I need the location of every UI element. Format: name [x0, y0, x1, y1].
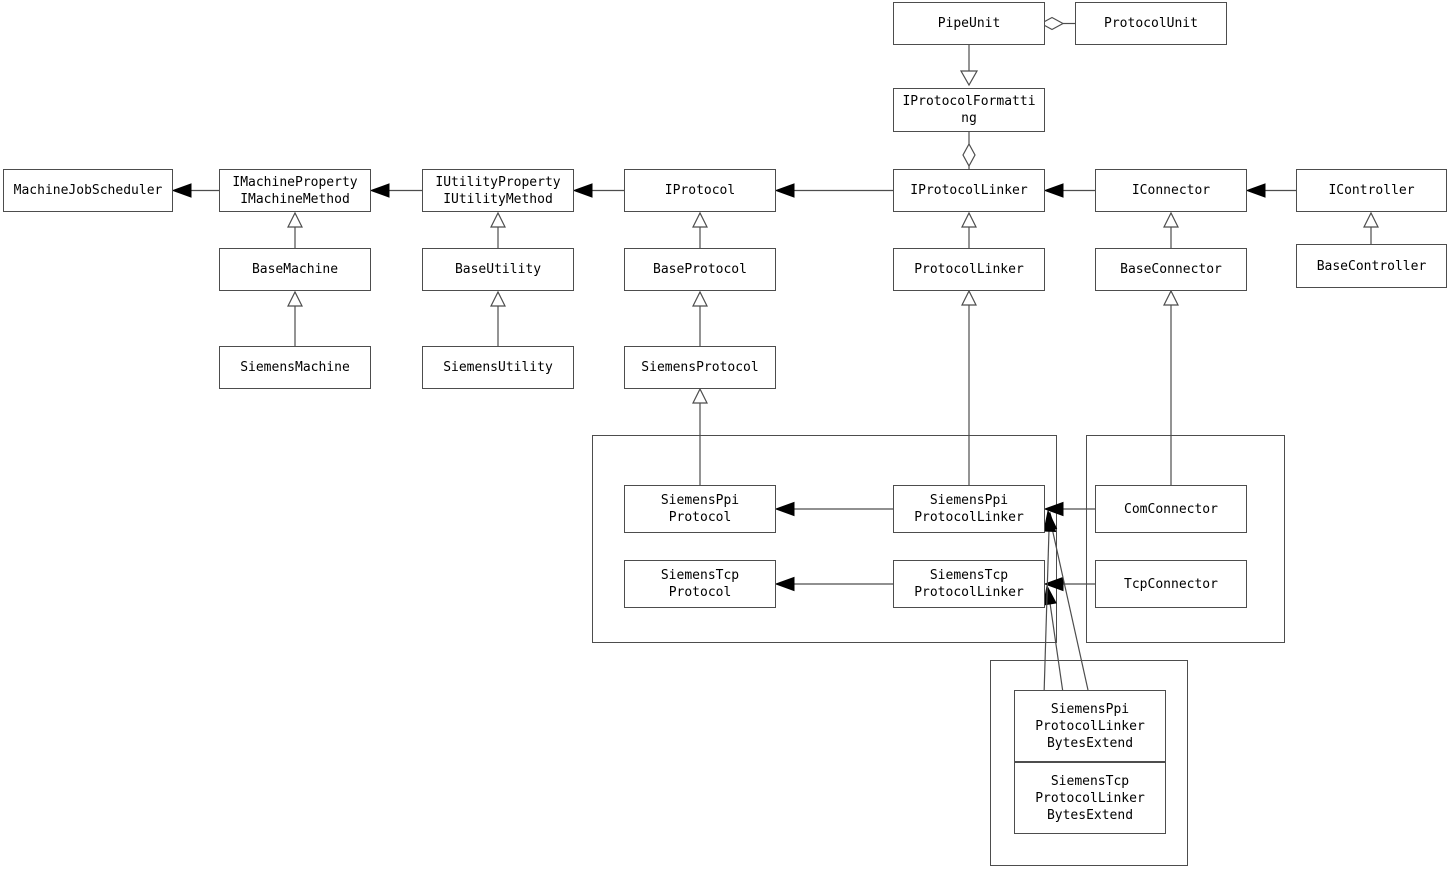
class-box-icontroller[interactable]: IController	[1296, 169, 1447, 212]
edge-pipeunit-iprotocolformatting	[959, 45, 979, 87]
class-box-siemensppiprotocollinker[interactable]: SiemensPpi ProtocolLinker	[893, 485, 1045, 533]
class-box-baseprotocol[interactable]: BaseProtocol	[624, 248, 776, 291]
edge-iutilityproperty-imachineproperty	[369, 183, 422, 198]
edge-iprotocol-iutilityproperty	[572, 183, 624, 198]
class-box-iconnector[interactable]: IConnector	[1095, 169, 1247, 212]
class-box-siemensprotocol[interactable]: SiemensProtocol	[624, 346, 776, 389]
class-box-pipeunit[interactable]: PipeUnit	[893, 2, 1045, 45]
edge-iprotocollinker-iprotocol	[774, 183, 893, 198]
edge-protocolunit-pipeunit	[1039, 16, 1075, 31]
class-box-siemensppilinkerbytesextend[interactable]: SiemensPpi ProtocolLinker BytesExtend	[1014, 690, 1166, 762]
edge-basemachine-imachineproperty	[287, 211, 303, 248]
class-box-protocollinker[interactable]: ProtocolLinker	[893, 248, 1045, 291]
connector-group	[1086, 435, 1285, 643]
class-box-basemachine[interactable]: BaseMachine	[219, 248, 371, 291]
class-box-basecontroller[interactable]: BaseController	[1296, 244, 1447, 288]
class-box-siemenstcpprotocollinker[interactable]: SiemensTcp ProtocolLinker	[893, 560, 1045, 608]
edge-iconnector-iprotocollinker	[1043, 183, 1095, 198]
class-box-siemensutility[interactable]: SiemensUtility	[422, 346, 574, 389]
siemens-protocol-group	[592, 435, 1057, 643]
class-box-iprotocollinker[interactable]: IProtocolLinker	[893, 169, 1045, 212]
edge-siemensutility-baseutility	[490, 290, 506, 346]
edge-baseprotocol-iprotocol	[692, 211, 708, 248]
class-box-baseconnector[interactable]: BaseConnector	[1095, 248, 1247, 291]
class-box-iprotocolformatting[interactable]: IProtocolFormatti ng	[893, 88, 1045, 132]
class-box-siemenstcplinkerbytesextend[interactable]: SiemensTcp ProtocolLinker BytesExtend	[1014, 762, 1166, 834]
class-box-baseutility[interactable]: BaseUtility	[422, 248, 574, 291]
bytes-extend-group	[990, 660, 1188, 866]
class-box-siemensppiprotocol[interactable]: SiemensPpi Protocol	[624, 485, 776, 533]
edge-imachineproperty-machinejobscheduler	[171, 183, 219, 198]
class-box-iprotocol[interactable]: IProtocol	[624, 169, 776, 212]
class-box-iutilityproperty[interactable]: IUtilityProperty IUtilityMethod	[422, 169, 574, 212]
class-box-machinejobscheduler[interactable]: MachineJobScheduler	[3, 169, 173, 212]
class-box-tcpconnector[interactable]: TcpConnector	[1095, 560, 1247, 608]
class-box-protocolunit[interactable]: ProtocolUnit	[1075, 2, 1227, 45]
class-box-siemensmachine[interactable]: SiemensMachine	[219, 346, 371, 389]
class-box-imachineproperty[interactable]: IMachineProperty IMachineMethod	[219, 169, 371, 212]
edge-baseutility-iutilityproperty	[490, 211, 506, 248]
edge-siemensprotocol-baseprotocol	[692, 290, 708, 346]
edge-siemensmachine-basemachine	[287, 290, 303, 346]
edge-iprotocolformatting-iprotocollinker	[962, 132, 976, 169]
class-box-comconnector[interactable]: ComConnector	[1095, 485, 1247, 533]
edge-baseconnector-iconnector	[1163, 211, 1179, 248]
edge-icontroller-iconnector	[1245, 183, 1296, 198]
edge-basecontroller-icontroller	[1363, 211, 1379, 244]
class-box-siemenstcpprotocol[interactable]: SiemensTcp Protocol	[624, 560, 776, 608]
edge-protocollinker-iprotocollinker	[961, 211, 977, 248]
